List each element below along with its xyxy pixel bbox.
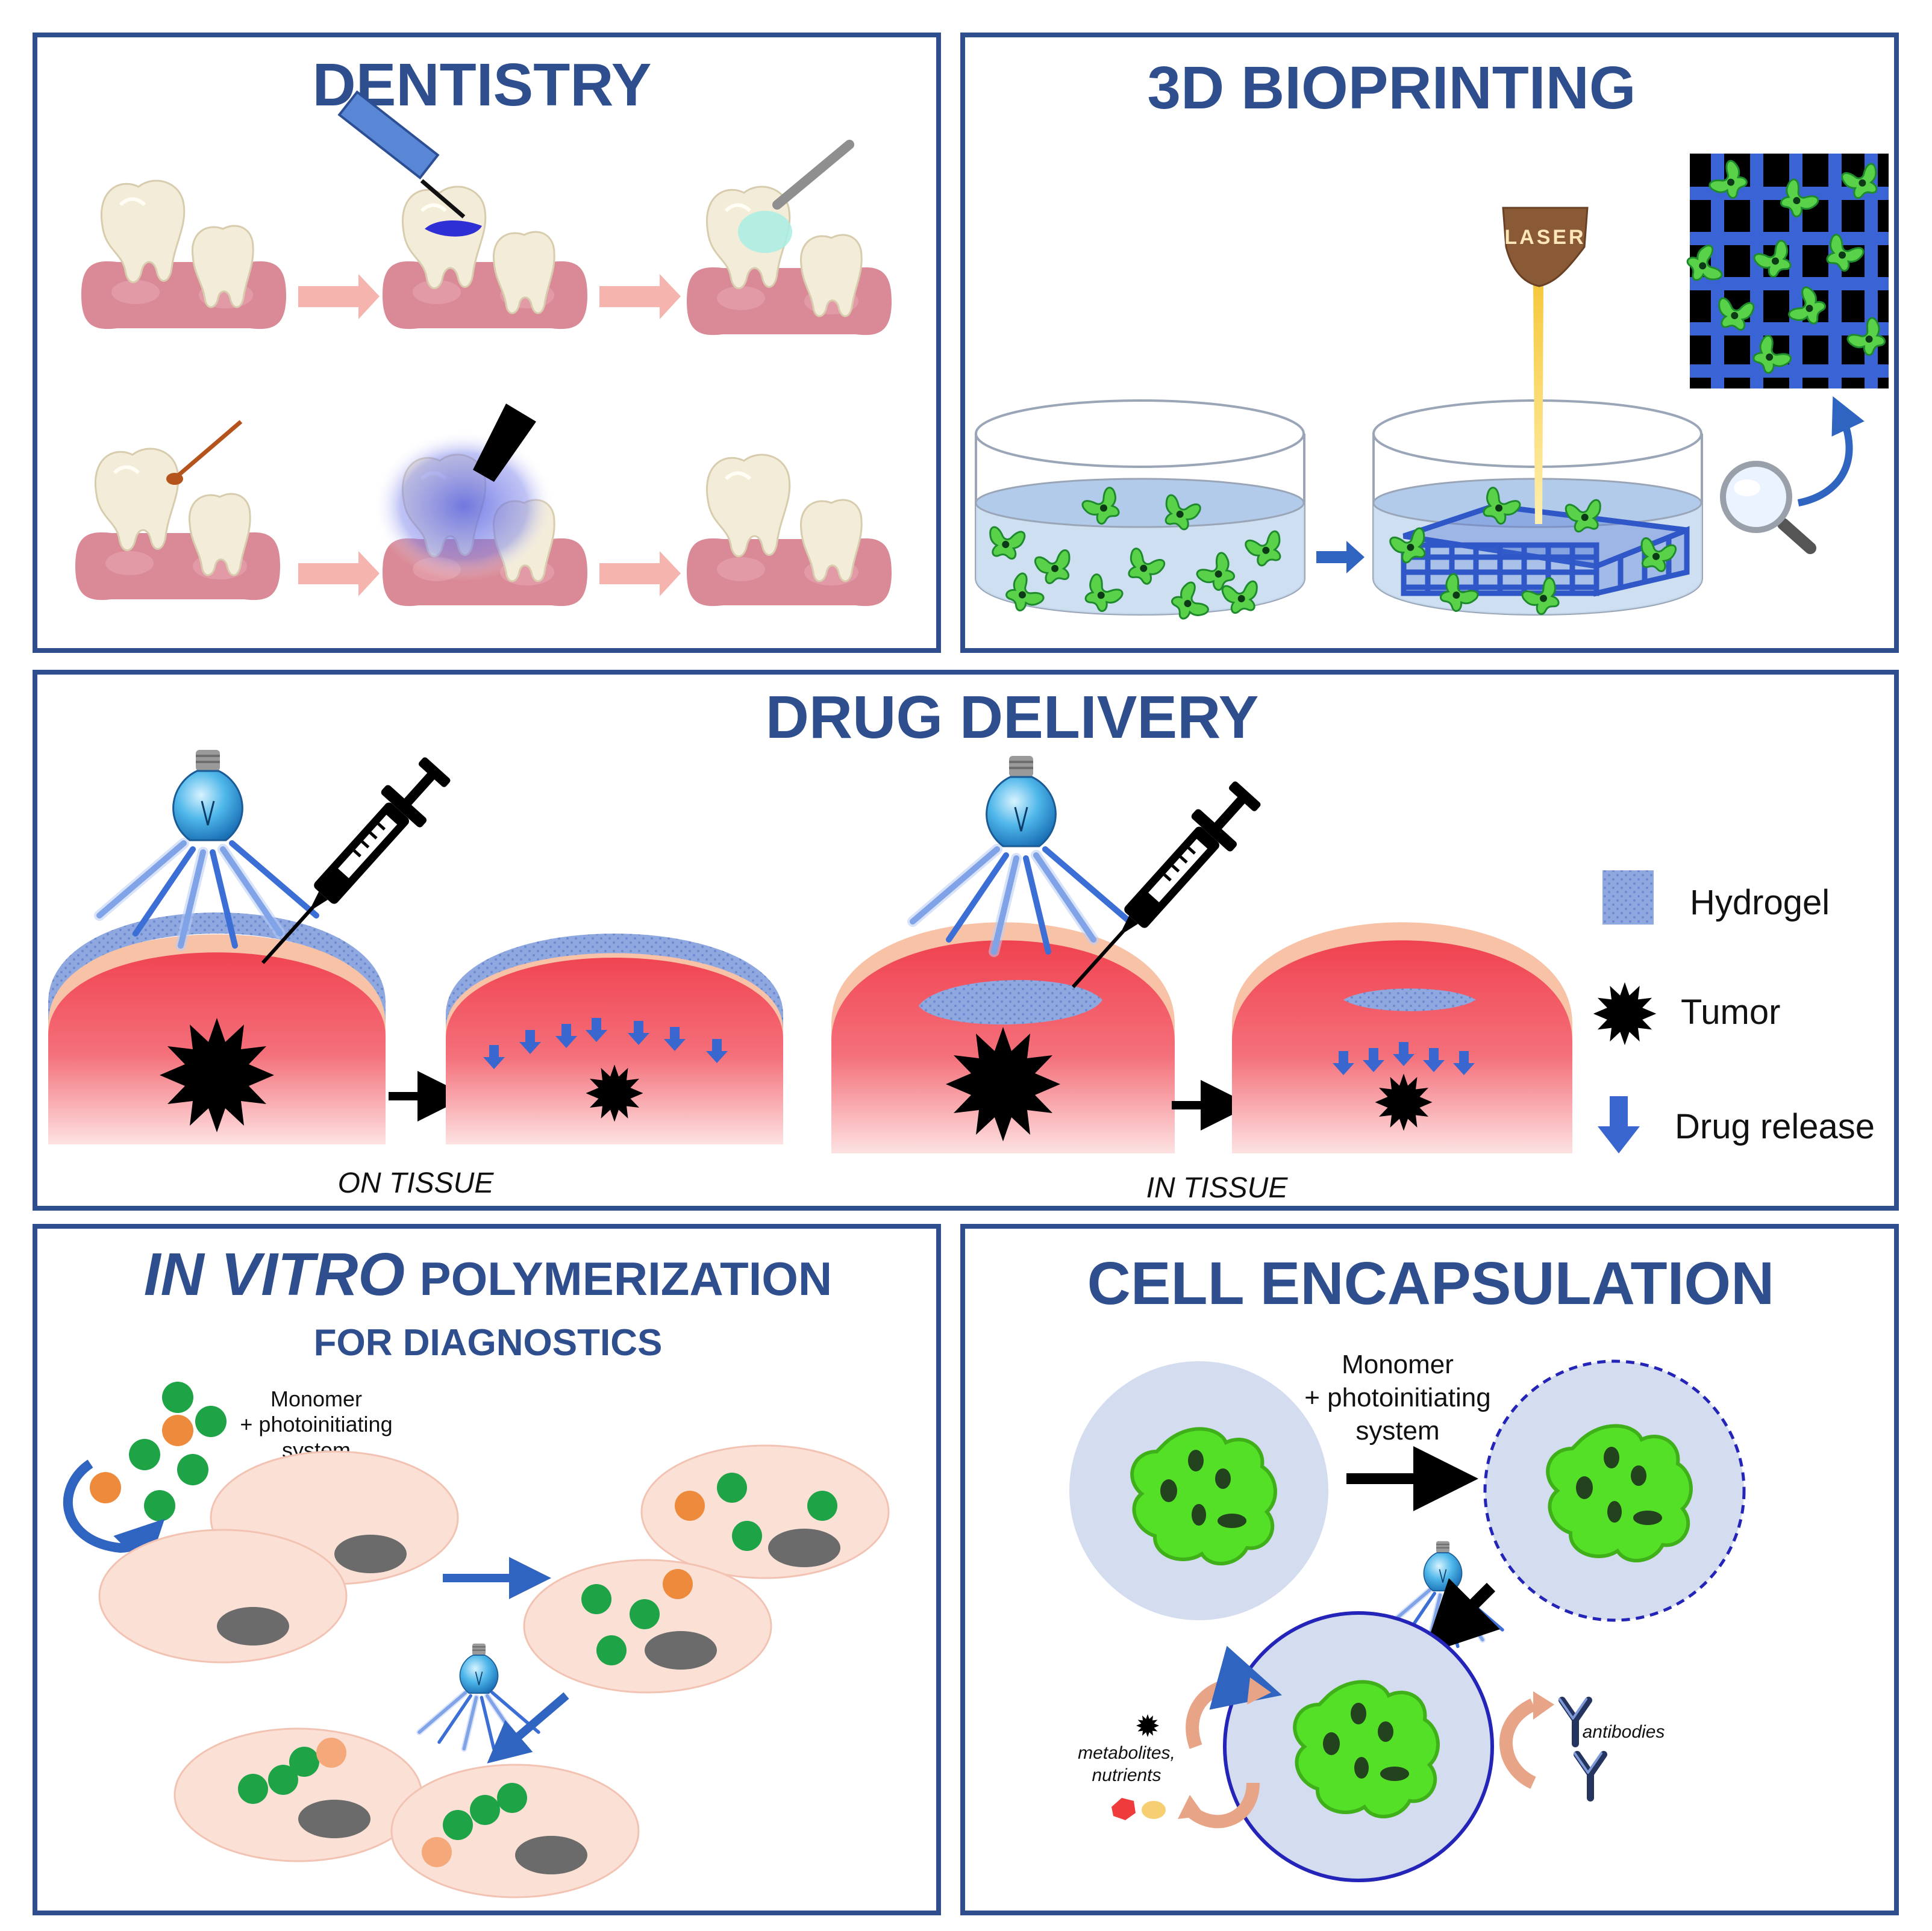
petri-dish-2 bbox=[1372, 399, 1703, 620]
legend-hydrogel: Hydrogel bbox=[1690, 883, 1830, 922]
antibody-icon bbox=[1560, 1699, 1604, 1798]
tissue-on-2 bbox=[446, 934, 783, 1144]
curing-light-glow bbox=[374, 431, 554, 581]
panel-dentistry: DENTISTRY bbox=[75, 51, 892, 607]
dental-set-2 bbox=[383, 187, 587, 329]
vitro-cells-bottom bbox=[174, 1727, 640, 1898]
panel-cell-encapsulation: CELL ENCAPSULATION Monomer + photoinitia… bbox=[1069, 1250, 1775, 1882]
vitro-cells-left bbox=[98, 1450, 459, 1664]
antibodies-label: antibodies bbox=[1583, 1722, 1665, 1742]
frame-dentistry bbox=[33, 33, 941, 653]
metabolites-label-1: metabolites, bbox=[1078, 1743, 1175, 1763]
metabolites-icon bbox=[1111, 1714, 1166, 1820]
in-vitro-subtitle: FOR DIAGNOSTICS bbox=[314, 1322, 663, 1364]
monomer-cluster bbox=[63, 1382, 227, 1570]
tissue-in-2 bbox=[1232, 922, 1572, 1153]
encap-monomer-2: + photoinitiating bbox=[1304, 1383, 1490, 1412]
hydrogel-layer bbox=[48, 912, 386, 1024]
dental-set-4 bbox=[75, 420, 280, 601]
tissue-on-1 bbox=[48, 912, 386, 1144]
encap-arrow-2 bbox=[1423, 1578, 1500, 1655]
legend-drug-release: Drug release bbox=[1675, 1107, 1875, 1146]
monomer-text-1: Monomer bbox=[270, 1387, 362, 1411]
in-vitro-title: IN VITRO POLYMERIZATION bbox=[144, 1241, 833, 1308]
metabolites-label-2: nutrients bbox=[1092, 1765, 1161, 1785]
panel-bioprinting: 3D BIOPRINTING bbox=[975, 54, 1892, 626]
frame-bioprinting bbox=[960, 33, 1899, 653]
applicator-icon bbox=[337, 90, 466, 219]
panel-drug-delivery: DRUG DELIVERY bbox=[48, 684, 1875, 1204]
dental-filling bbox=[425, 220, 482, 237]
frame-in-vitro bbox=[33, 1224, 941, 1915]
vitro-cells-right bbox=[523, 1444, 890, 1694]
tissue-in-1 bbox=[831, 922, 1175, 1153]
legend-tumor: Tumor bbox=[1681, 993, 1780, 1032]
monomer-text-2: + photoinitiating bbox=[240, 1412, 392, 1437]
dental-set-6 bbox=[687, 455, 892, 607]
dental-set-1 bbox=[81, 181, 286, 329]
legend-hydrogel-swatch bbox=[1602, 870, 1654, 925]
dentistry-arrows bbox=[298, 274, 681, 596]
curing-lamp-icon bbox=[473, 404, 536, 482]
cell-encapsulation-title: CELL ENCAPSULATION bbox=[1087, 1250, 1775, 1317]
scaffold-inset bbox=[1683, 154, 1892, 388]
bioprinting-arrow bbox=[1316, 541, 1365, 573]
panel-frames bbox=[33, 33, 1899, 1915]
dental-cement bbox=[738, 211, 792, 253]
drug-release-arrows bbox=[483, 1018, 728, 1069]
hydrogel-depot bbox=[919, 980, 1102, 1025]
dental-instrument-icon bbox=[772, 140, 854, 210]
dental-set-3 bbox=[687, 187, 892, 335]
drug-legend: Hydrogel Tumor Drug release bbox=[1593, 870, 1875, 1153]
drug-release-icon bbox=[1598, 1096, 1640, 1153]
drug-release-arrows bbox=[1333, 1042, 1475, 1075]
laser-icon: LASER bbox=[1502, 207, 1589, 524]
magnifier-icon bbox=[1720, 461, 1816, 554]
petri-dish-1 bbox=[975, 399, 1305, 626]
drug-delivery-title: DRUG DELIVERY bbox=[766, 684, 1259, 751]
encap-monomer-1: Monomer bbox=[1342, 1350, 1454, 1379]
panel-in-vitro: IN VITRO POLYMERIZATION FOR DIAGNOSTICS … bbox=[63, 1241, 890, 1898]
tumor-icon bbox=[1593, 982, 1657, 1046]
zoom-arrow bbox=[1797, 396, 1865, 507]
vitro-arrow-2 bbox=[487, 1692, 569, 1764]
on-tissue-label: ON TISSUE bbox=[338, 1167, 495, 1199]
frame-drug-delivery bbox=[33, 670, 1899, 1211]
in-tissue-label: IN TISSUE bbox=[1146, 1172, 1289, 1204]
light-bulb-icon bbox=[913, 755, 1130, 952]
brush-icon bbox=[176, 420, 243, 478]
encap-monomer-3: system bbox=[1355, 1416, 1439, 1446]
printed-scaffold bbox=[1401, 503, 1690, 597]
bioprinting-title: 3D BIOPRINTING bbox=[1147, 54, 1636, 122]
dental-set-5 bbox=[374, 404, 587, 607]
frame-cell-encapsulation bbox=[960, 1224, 1899, 1915]
laser-label: LASER bbox=[1504, 226, 1586, 249]
exchange-arrow-right bbox=[1499, 1691, 1554, 1789]
